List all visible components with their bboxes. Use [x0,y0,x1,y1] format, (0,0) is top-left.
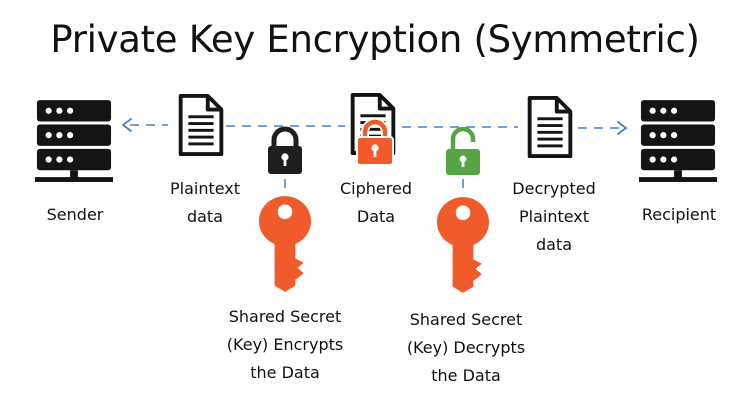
sender-server-icon [35,100,113,182]
recipient-label: Recipient [641,205,717,224]
decrypted-label-line-1: Decrypted [512,179,596,198]
decrypted-document-icon [530,98,571,156]
plaintext-document-icon [181,96,222,154]
encrypt-key-label-line-1: Shared Secret [228,307,342,326]
decrypt-key-label-line-3: the Data [431,366,501,385]
ciphered-label-line-1: Ciphered [340,179,412,198]
arrow-head-left [121,118,132,132]
ciphered-label-line-2: Data [356,207,396,226]
sender-label: Sender [46,205,104,224]
arrow-head-right [617,121,628,135]
encrypt-lock-closed-icon [268,126,302,174]
decrypted-label-line-3: data [535,235,573,254]
decrypt-key-label-line-1: Shared Secret [409,310,523,329]
decrypt-key-label: Shared Secret (Key) Decrypts the Data [386,306,546,390]
encrypt-key-icon [259,196,311,292]
plaintext-label-line-1: Plaintext [169,179,241,198]
cipher-lock-closed-icon [356,118,394,166]
flow-arrows [130,124,620,129]
decrypted-label: Decrypted Plaintext data [496,175,612,259]
decrypt-lock-open-icon [446,126,480,175]
encrypt-key-label-line-3: the Data [250,363,320,382]
decrypted-label-line-2: Plaintext [518,207,590,226]
decrypt-key-label-line-2: (Key) Decrypts [406,338,526,357]
encrypt-key-label-line-2: (Key) Encrypts [226,335,344,354]
encrypt-key-label: Shared Secret (Key) Encrypts the Data [205,303,365,387]
decrypt-key-icon [437,197,489,293]
plaintext-label: Plaintext data [150,175,260,231]
recipient-server-icon [639,100,717,182]
ciphered-label: Ciphered Data [321,175,431,231]
plaintext-label-line-2: data [186,207,224,226]
diagram-title: Private Key Encryption (Symmetric) [50,18,700,61]
